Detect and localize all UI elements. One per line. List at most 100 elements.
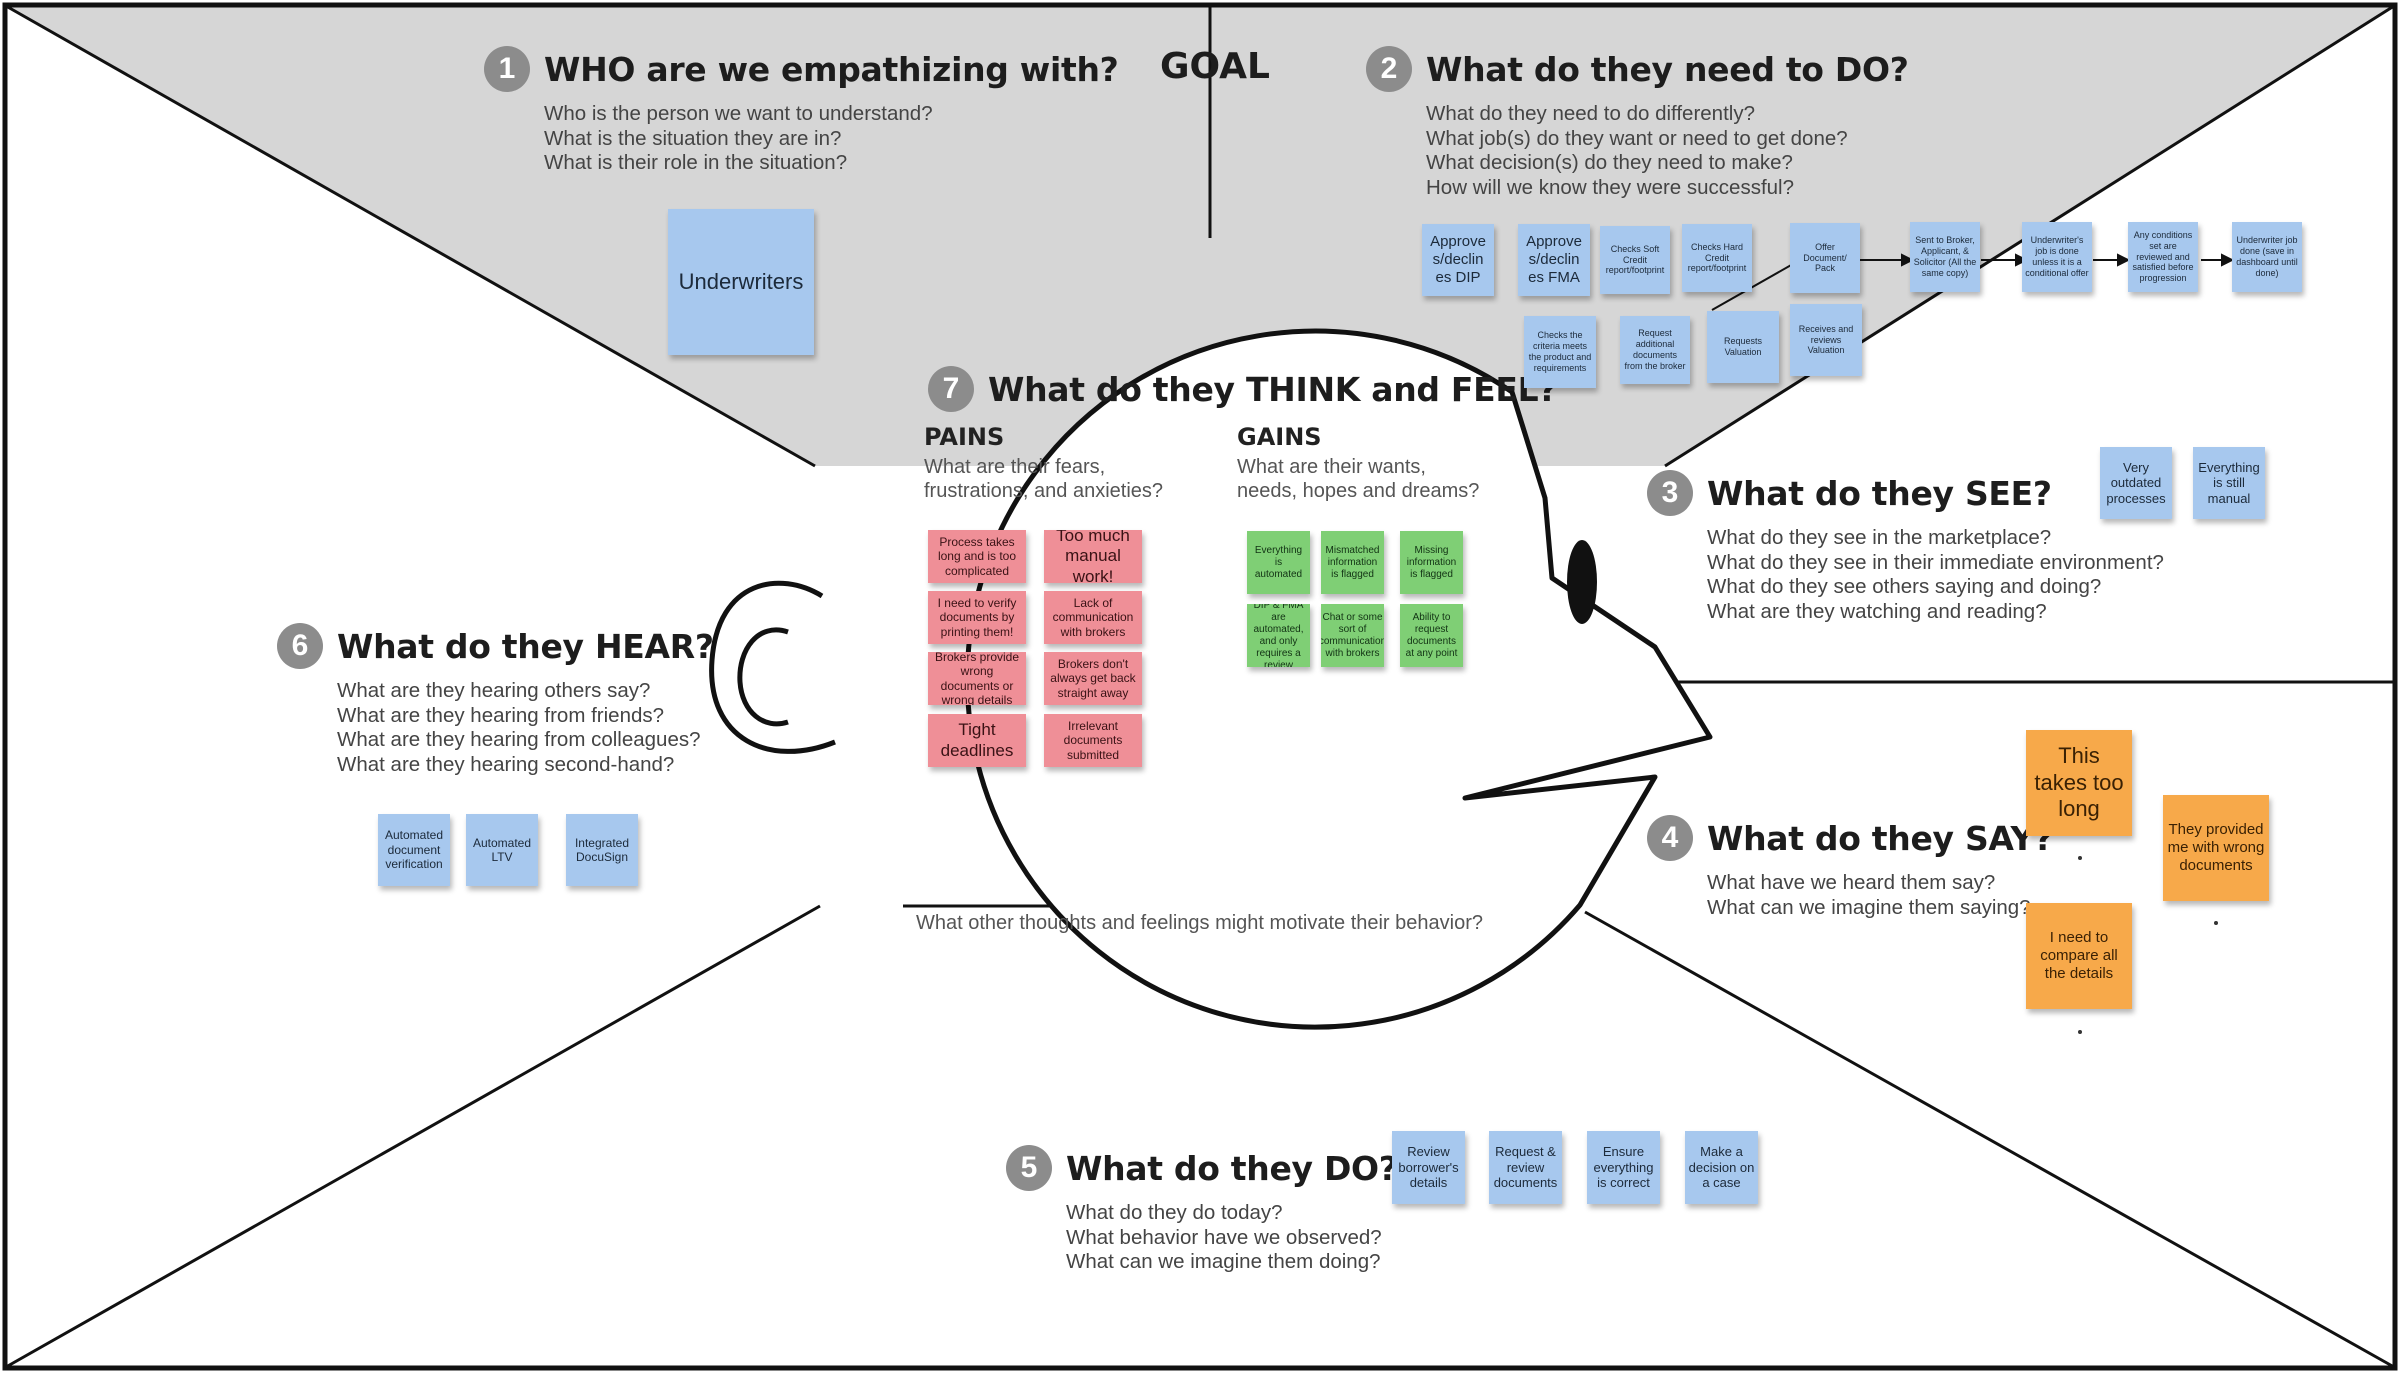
step-badge: 6 xyxy=(277,623,323,669)
question-list: What have we heard them say? What can we… xyxy=(1707,871,2053,920)
note-marker-dot xyxy=(2078,856,2082,860)
sticky-note-do-need[interactable]: Any conditions set are reviewed and sati… xyxy=(2128,222,2198,292)
pains-header: PAINS What are their fears, frustrations… xyxy=(924,423,1163,503)
ear-outline xyxy=(709,580,836,754)
sticky-note-see[interactable]: Very outdated processes xyxy=(2100,447,2172,519)
process-arrows xyxy=(1711,253,2235,311)
sticky-note-hear[interactable]: Integrated DocuSign xyxy=(566,814,638,886)
question: What do they see in the marketplace? xyxy=(1707,526,2052,549)
sticky-note-do-need[interactable]: Underwriter's job is done unless it is a… xyxy=(2022,222,2092,292)
sticky-note-do-need[interactable]: Checks Soft Credit report/footprint xyxy=(1600,226,1670,294)
sticky-note-do[interactable]: Request & review documents xyxy=(1489,1131,1562,1204)
sticky-note-do[interactable]: Ensure everything is correct xyxy=(1587,1131,1660,1204)
sticky-note-who[interactable]: Underwriters xyxy=(668,209,814,355)
step-badge: 7 xyxy=(928,366,974,412)
question-list: Who is the person we want to understand?… xyxy=(544,102,1119,176)
step-badge: 4 xyxy=(1647,815,1693,861)
sticky-note-do-need[interactable]: Offer Document/ Pack xyxy=(1790,223,1860,293)
eye-shape xyxy=(1567,540,1597,624)
gains-question: What are their wants, xyxy=(1237,456,1426,478)
question: What have we heard them say? xyxy=(1707,871,1996,894)
sticky-note-gains[interactable]: Everything is automated xyxy=(1247,531,1310,594)
sticky-note-pains[interactable]: Brokers don't always get back straight a… xyxy=(1044,652,1142,705)
sticky-note-gains[interactable]: Chat or some sort of communication with … xyxy=(1321,604,1384,667)
question: How will we know they were successful? xyxy=(1426,175,1794,199)
gains-heading: GAINS xyxy=(1237,423,1322,451)
gains-question: needs, hopes and dreams? xyxy=(1237,480,1480,502)
sticky-note-do-need[interactable]: Receives and reviews Valuation xyxy=(1790,304,1862,376)
sticky-note-do-need[interactable]: Underwriter job done (save in dashboard … xyxy=(2232,222,2302,292)
gains-header: GAINS What are their wants, needs, hopes… xyxy=(1237,423,1479,503)
question-list: What do they need to do differently? Wha… xyxy=(1426,102,1909,200)
question-list: What are they hearing others say? What a… xyxy=(337,679,714,777)
question: What can we imagine them doing? xyxy=(1066,1250,1381,1273)
sticky-note-do-need[interactable]: Approve s/declin es DIP xyxy=(1422,224,1494,296)
sticky-note-say[interactable]: They provided me with wrong documents xyxy=(2163,795,2269,901)
section-see: 3 What do they SEE? What do they see in t… xyxy=(1647,470,2164,624)
sticky-note-gains[interactable]: DIP & FMA are automated, and only requir… xyxy=(1247,604,1310,667)
question: What is the situation they are in? xyxy=(544,126,842,150)
sticky-note-say[interactable]: This takes too long xyxy=(2026,730,2132,836)
step-badge: 2 xyxy=(1366,46,1412,92)
sticky-note-hear[interactable]: Automated LTV xyxy=(466,814,538,886)
goal-label: GOAL xyxy=(1160,46,1270,87)
question: What decision(s) do they need to make? xyxy=(1426,151,1793,174)
question: What are they hearing from friends? xyxy=(337,703,665,727)
sticky-note-hear[interactable]: Automated document verification xyxy=(378,814,450,886)
sticky-note-gains[interactable]: Ability to request documents at any poin… xyxy=(1400,604,1463,667)
note-marker-dot xyxy=(2078,1030,2082,1034)
pains-question: What are their fears, xyxy=(924,456,1106,478)
pains-question: frustrations, and anxieties? xyxy=(924,480,1164,502)
sticky-note-pains[interactable]: Brokers provide wrong documents or wrong… xyxy=(928,652,1026,705)
sticky-note-do-need[interactable]: Request additional documents from the br… xyxy=(1620,316,1690,384)
question: What do they need to do differently? xyxy=(1426,102,1755,125)
sticky-note-pains[interactable]: Lack of communication with brokers xyxy=(1044,591,1142,644)
sticky-note-pains[interactable]: Irrelevant documents submitted xyxy=(1044,714,1142,767)
sticky-note-pains[interactable]: Too much manual work! xyxy=(1044,530,1142,583)
question-list: What do they do today? What behavior hav… xyxy=(1066,1201,1398,1275)
sticky-note-do-need[interactable]: Checks the criteria meets the product an… xyxy=(1524,316,1596,388)
sticky-note-do-need[interactable]: Checks Hard Credit report/footprint xyxy=(1682,224,1752,292)
sticky-note-gains[interactable]: Mismatched information is flagged xyxy=(1321,531,1384,594)
step-badge: 5 xyxy=(1006,1145,1052,1191)
section-title: What do they DO? xyxy=(1066,1148,1398,1188)
note-marker-dot xyxy=(2214,921,2218,925)
section-do: 5 What do they DO? What do they do today?… xyxy=(1006,1145,1398,1275)
question: What are they hearing others say? xyxy=(337,679,651,702)
question: What do they see in their immediate envi… xyxy=(1707,550,2164,574)
step-badge: 3 xyxy=(1647,470,1693,516)
question: What is their role in the situation? xyxy=(544,151,848,174)
section-title: What do they HEAR? xyxy=(337,626,714,666)
question: What are they watching and reading? xyxy=(1707,599,2047,623)
section-title: What do they SEE? xyxy=(1707,473,2052,513)
question: What job(s) do they want or need to get … xyxy=(1426,126,1848,150)
question: What do they see others saying and doing… xyxy=(1707,575,2102,598)
section-title: WHO are we empathizing with? xyxy=(544,49,1119,89)
pains-heading: PAINS xyxy=(924,423,1005,451)
question: Who is the person we want to understand? xyxy=(544,102,933,125)
section-title: What do they THINK and FEEL? xyxy=(988,369,1558,409)
sticky-note-pains[interactable]: Process takes long and is too complicate… xyxy=(928,530,1026,583)
other-thoughts-prompt: What other thoughts and feelings might m… xyxy=(916,912,1483,934)
question: What are they hearing from colleagues? xyxy=(337,728,701,751)
sticky-note-do-need[interactable]: Sent to Broker, Applicant, & Solicitor (… xyxy=(1910,222,1980,292)
question: What can we imagine them saying? xyxy=(1707,895,2031,919)
sticky-note-see[interactable]: Everything is still manual xyxy=(2193,447,2265,519)
question-list: What do they see in the marketplace? Wha… xyxy=(1707,526,2164,624)
sticky-note-do-need[interactable]: Approve s/declin es FMA xyxy=(1518,224,1590,296)
sticky-note-pains[interactable]: Tight deadlines xyxy=(928,714,1026,767)
sticky-note-do[interactable]: Make a decision on a case xyxy=(1685,1131,1758,1204)
sticky-note-do[interactable]: Review borrower's details xyxy=(1392,1131,1465,1204)
sticky-note-pains[interactable]: I need to verify documents by printing t… xyxy=(928,591,1026,644)
sticky-note-do-need[interactable]: Requests Valuation xyxy=(1707,311,1779,383)
sticky-note-gains[interactable]: Missing information is flagged xyxy=(1400,531,1463,594)
question: What behavior have we observed? xyxy=(1066,1225,1382,1249)
question: What are they hearing second-hand? xyxy=(337,752,675,776)
sticky-note-say[interactable]: I need to compare all the details xyxy=(2026,903,2132,1009)
question: What do they do today? xyxy=(1066,1201,1283,1224)
